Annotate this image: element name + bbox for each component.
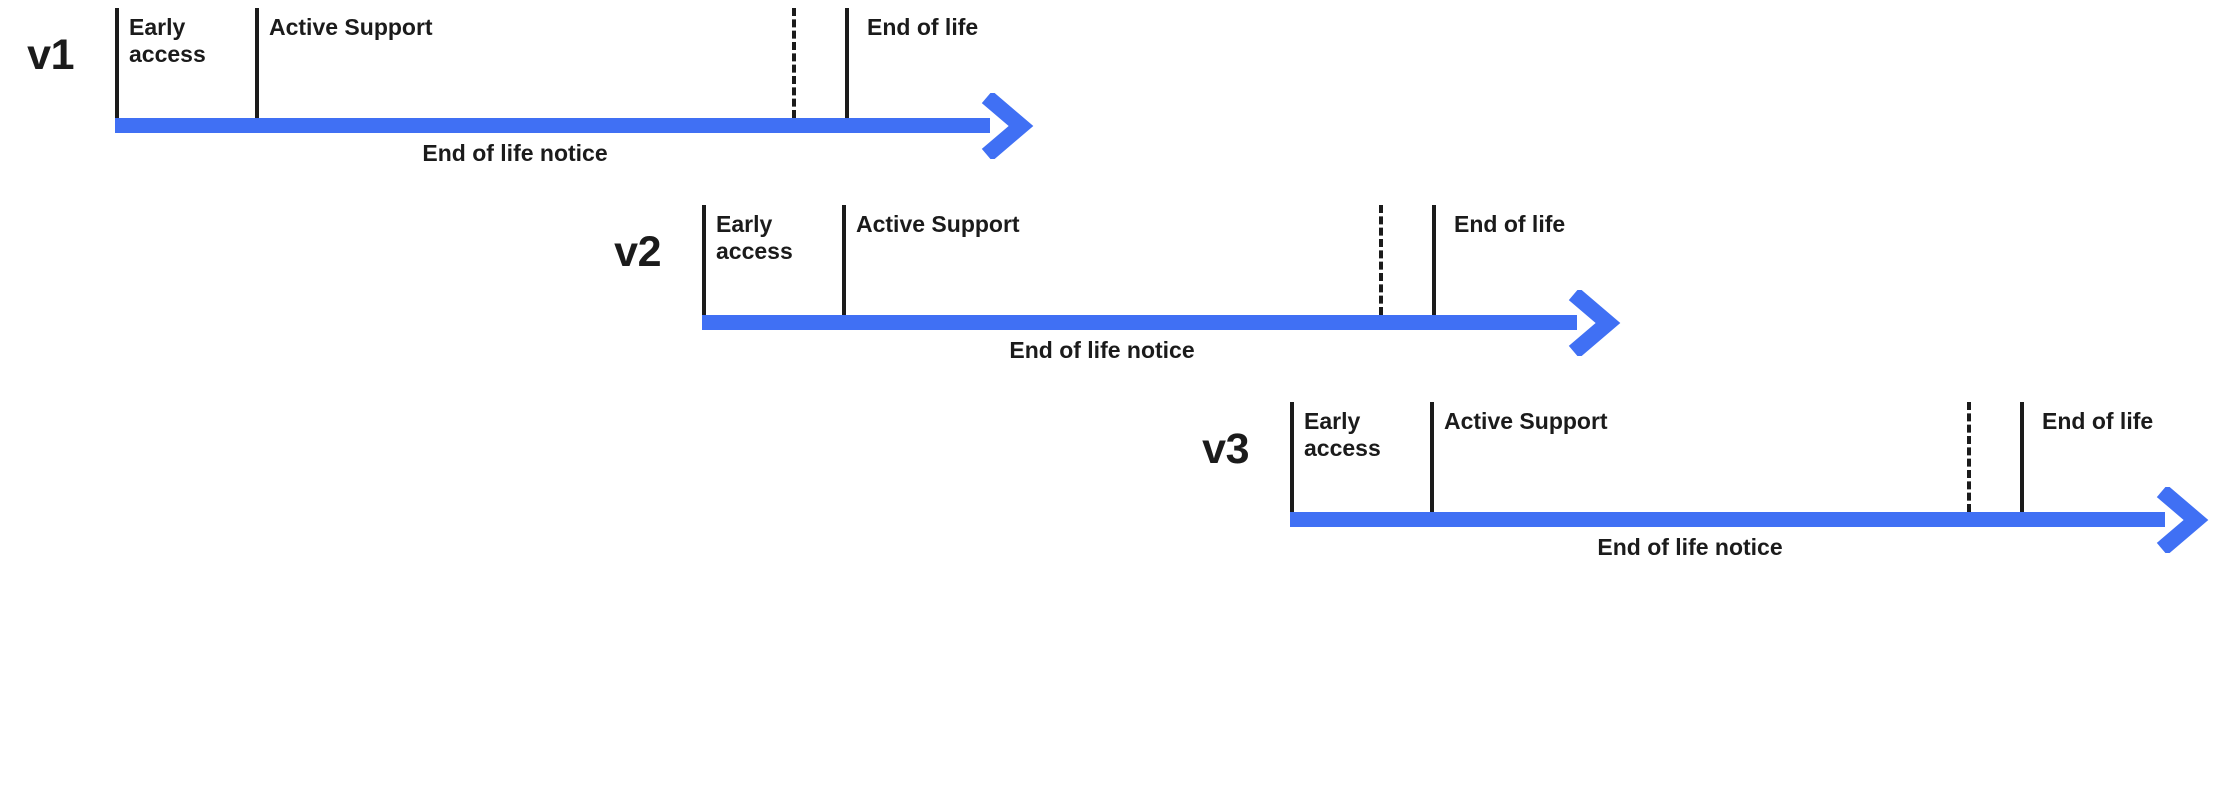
phase-label-1: Early access [1304,408,1381,462]
end-of-life-notice-caption: End of life notice [422,140,608,166]
lifecycle-bar [115,118,990,133]
end-of-life-notice-marker [1379,205,1383,315]
lifecycle-bar [1290,512,2165,527]
arrow-head-icon [2150,487,2216,553]
phase-divider-3 [2020,402,2024,512]
phase-divider-3 [1432,205,1436,315]
phase-divider-1 [1290,402,1294,512]
version-label-v2: v2 [614,228,661,276]
phase-label-1: Early access [716,211,793,265]
arrow-head-icon [1562,290,1628,356]
lifecycle-bar [702,315,1577,330]
phase-label-1: Early access [129,14,206,68]
phase-divider-1 [115,8,119,118]
version-label-v3: v3 [1202,425,1249,473]
phase-divider-2 [255,8,259,118]
phase-divider-1 [702,205,706,315]
phase-label-2: Active Support [856,211,1020,237]
end-of-life-notice-marker [792,8,796,118]
phase-label-3: End of life [867,14,979,40]
phase-label-3: End of life [1454,211,1566,237]
phase-label-2: Active Support [1444,408,1608,434]
phase-label-2: Active Support [269,14,433,40]
phase-divider-3 [845,8,849,118]
end-of-life-notice-caption: End of life notice [1009,337,1195,363]
arrow-head-icon [975,93,1041,159]
phase-divider-2 [1430,402,1434,512]
end-of-life-notice-marker [1967,402,1971,512]
phase-label-3: End of life [2042,408,2154,434]
end-of-life-notice-caption: End of life notice [1597,534,1783,560]
phase-divider-2 [842,205,846,315]
version-label-v1: v1 [27,31,74,79]
